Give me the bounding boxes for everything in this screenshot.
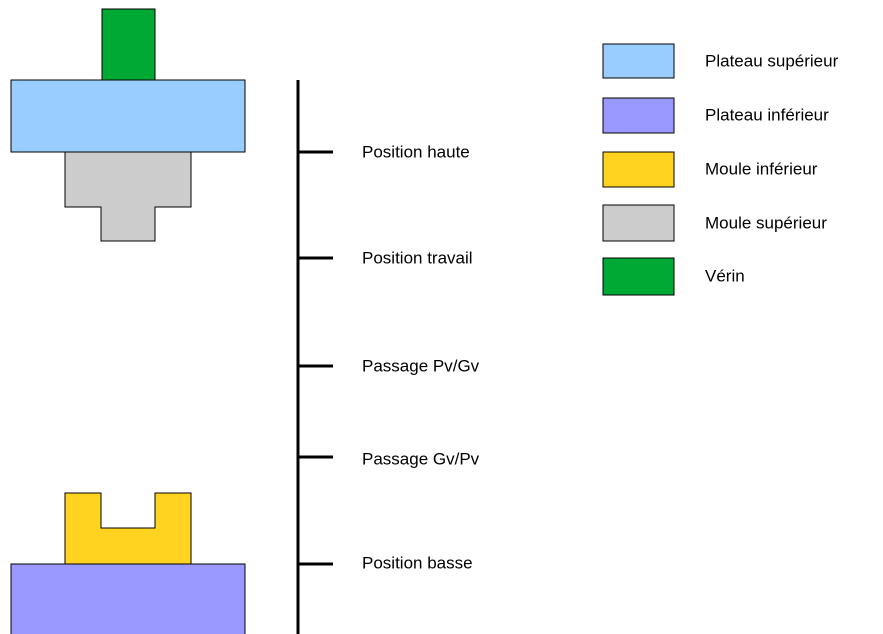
verin [101,8,156,81]
legend-label-plateau-inferieur: Plateau inférieur [705,105,829,124]
position-travail: Position travail [298,248,473,267]
moule-superieur [64,151,192,242]
label-position-travail: Position travail [362,248,473,267]
plateau-superieur [10,79,246,153]
legend-swatch-verin [602,257,675,296]
legend-item-plateau-superieur: Plateau supérieur [602,43,839,79]
moule-inferieur [64,492,192,565]
lower-assembly [10,492,246,634]
legend-swatch-plateau-inferieur [602,97,675,134]
legend-swatch-moule-superieur [602,204,675,242]
legend-label-plateau-superieur: Plateau supérieur [705,51,839,70]
label-position-basse: Position basse [362,553,473,572]
position-scale: Position haute Position travail Passage … [296,80,480,634]
plateau-inferieur [10,563,246,634]
legend-label-moule-inferieur: Moule inférieur [705,159,818,178]
legend-label-verin: Vérin [705,266,745,285]
passage-gv-pv: Passage Gv/Pv [298,449,480,468]
legend: Plateau supérieur Plateau inférieur Moul… [602,43,839,296]
label-passage-gv-pv: Passage Gv/Pv [362,449,480,468]
label-position-haute: Position haute [362,142,470,161]
legend-item-verin: Vérin [602,257,745,296]
legend-item-moule-superieur: Moule supérieur [602,204,827,242]
legend-swatch-moule-inferieur [602,151,675,188]
legend-label-moule-superieur: Moule supérieur [705,213,827,232]
passage-pv-gv: Passage Pv/Gv [298,356,480,375]
legend-swatch-plateau-superieur [602,43,675,79]
label-passage-pv-gv: Passage Pv/Gv [362,356,480,375]
upper-assembly [10,8,246,242]
legend-item-plateau-inferieur: Plateau inférieur [602,97,829,134]
position-haute: Position haute [298,142,470,161]
position-basse: Position basse [298,553,473,572]
legend-item-moule-inferieur: Moule inférieur [602,151,818,188]
